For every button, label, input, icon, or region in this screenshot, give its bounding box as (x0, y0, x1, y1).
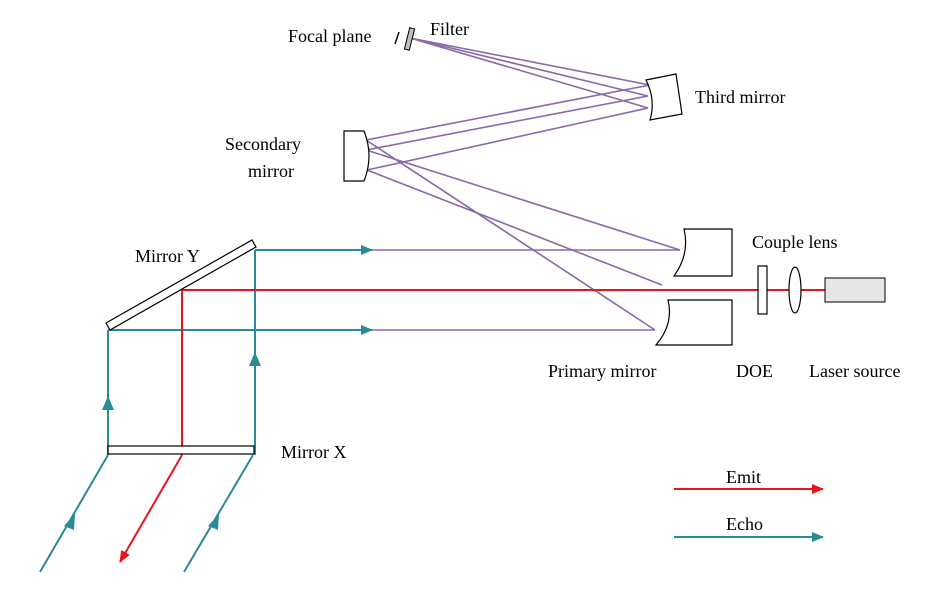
legend-echo-label: Echo (726, 514, 763, 534)
couple-lens (788, 266, 802, 314)
primary-mirror-upper (672, 228, 733, 277)
echo-arrowheads (64, 352, 261, 530)
primary-mirror-lower (654, 299, 733, 346)
label-laser-source: Laser source (809, 361, 900, 381)
label-primary-mirror: Primary mirror (548, 361, 656, 381)
emit-path (119, 289, 825, 563)
ray-secondary-third-1 (365, 84, 651, 141)
doe (757, 265, 768, 315)
legend-emit-label: Emit (726, 467, 761, 487)
mirror-x-plate (107, 445, 255, 455)
primary-mirror (654, 228, 733, 346)
label-doe: DOE (736, 361, 773, 381)
doe-plate (757, 265, 768, 315)
focal-plane-filter (394, 27, 416, 51)
ray-third-focal-2 (409, 37, 649, 97)
third-mirror (645, 73, 683, 121)
label-mirror-y: Mirror Y (135, 246, 200, 266)
echo-arrowhead-left-vertical (102, 396, 114, 410)
focal-plane-mark (394, 31, 400, 45)
echo-paths (39, 245, 373, 573)
mirror-y-plate (105, 239, 257, 331)
echo-incoming-left (39, 454, 109, 573)
label-focal-plane: Focal plane (288, 26, 371, 46)
couple-lens-shape (788, 266, 802, 314)
label-couple-lens: Couple lens (752, 232, 838, 252)
label-secondary-mirror-line2: mirror (248, 161, 294, 181)
label-filter: Filter (430, 19, 469, 39)
ray-primary-secondary-2 (366, 169, 663, 286)
ray-primary-secondary-3 (365, 139, 656, 331)
label-mirror-x: Mirror X (281, 442, 347, 462)
optical-rays (110, 37, 681, 331)
label-third-mirror: Third mirror (695, 87, 785, 107)
mirror-y (105, 239, 257, 331)
ray-secondary-third-2 (365, 95, 649, 151)
secondary-mirror-shape (343, 130, 370, 182)
ray-secondary-third-3 (366, 107, 649, 171)
ray-primary-secondary-1 (365, 149, 681, 251)
laser-source (824, 277, 886, 303)
echo-arrowhead-right-diagonal (208, 514, 219, 530)
ray-third-focal-3 (409, 37, 649, 109)
filter-plate (403, 27, 416, 51)
echo-arrowhead-right-vertical (249, 352, 261, 366)
echo-arrowhead-left-diagonal (64, 514, 75, 530)
legend: Emit Echo (674, 467, 824, 542)
secondary-mirror (343, 130, 370, 182)
labels: Focal plane Filter Third mirror Secondar… (135, 19, 900, 462)
third-mirror-shape (645, 73, 683, 121)
mirror-x (107, 445, 255, 455)
laser-source-box (824, 277, 886, 303)
echo-incoming-right (183, 454, 254, 573)
label-secondary-mirror-line1: Secondary (225, 134, 301, 154)
ray-third-focal-1 (409, 37, 651, 86)
emit-outgoing-diagonal (119, 454, 183, 563)
